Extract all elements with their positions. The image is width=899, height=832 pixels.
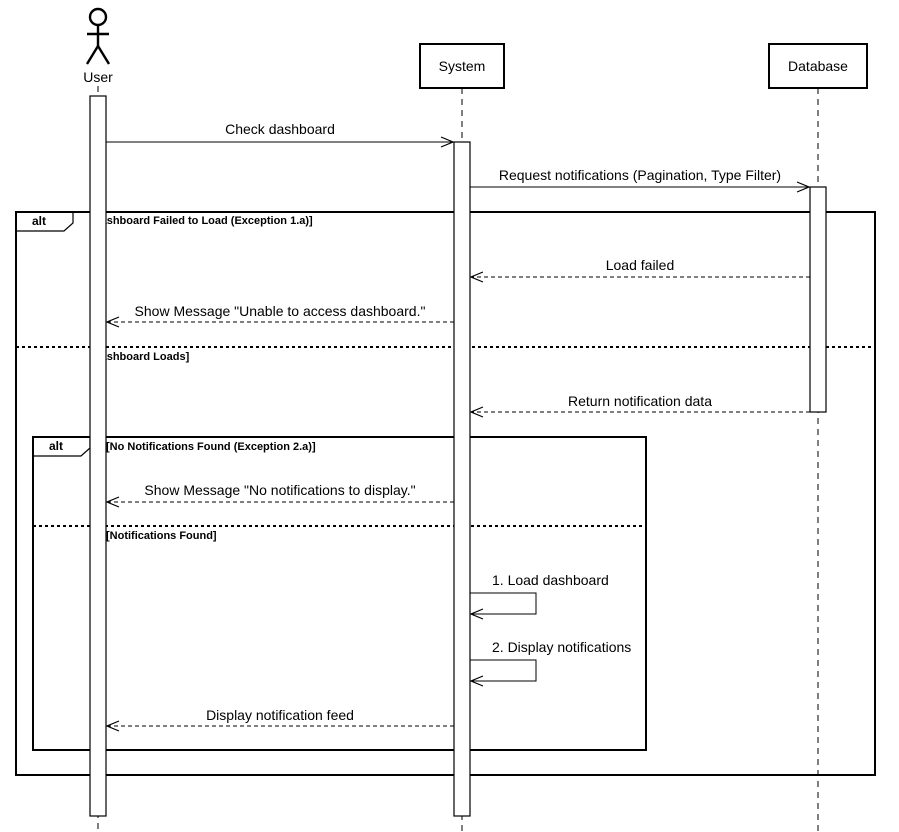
- alt-operator-label: alt: [49, 439, 63, 453]
- alt-fragment-outer: alt [Dashboard Failed to Load (Exception…: [15, 211, 876, 776]
- system-activation-bar: [453, 141, 471, 817]
- database-activation-bar: [809, 186, 827, 413]
- message-unable-to-access: Show Message "Unable to access dashboard…: [107, 303, 454, 322]
- self-message-load-dashboard: 1. Load dashboard: [470, 572, 609, 614]
- system-participant: System: [419, 43, 505, 89]
- user-activation-bar: [89, 95, 107, 817]
- message-label: 2. Display notifications: [492, 639, 631, 655]
- message-label: Display notification feed: [206, 707, 354, 723]
- guard-notifications-found: [Notifications Found]: [106, 530, 217, 542]
- message-load-failed: Load failed: [471, 257, 810, 277]
- self-call-arrow: [470, 592, 537, 614]
- message-label: Check dashboard: [225, 121, 335, 137]
- message-label: Load failed: [606, 257, 675, 273]
- alt-fragment-inner: alt [No Notifications Found (Exception 2…: [32, 436, 647, 751]
- guard-dashboard-loads: [Dashboard Loads]: [89, 351, 190, 363]
- alt-operator-label: alt: [32, 214, 46, 228]
- message-label: 1. Load dashboard: [492, 572, 609, 588]
- guard-no-notifications: [No Notifications Found (Exception 2.a)]: [106, 441, 316, 453]
- self-message-display-notifications: 2. Display notifications: [470, 639, 631, 681]
- stick-figure-icon: [85, 7, 111, 65]
- message-label: Return notification data: [568, 393, 712, 409]
- message-display-notification-feed: Display notification feed: [107, 707, 454, 726]
- database-label: Database: [788, 58, 848, 74]
- message-return-notification-data: Return notification data: [471, 393, 810, 412]
- guard-dashboard-failed: [Dashboard Failed to Load (Exception 1.a…: [89, 215, 313, 227]
- message-check-dashboard: Check dashboard: [106, 121, 453, 142]
- system-label: System: [439, 58, 486, 74]
- message-label: Request notifications (Pagination, Type …: [499, 167, 781, 183]
- message-no-notifications: Show Message "No notifications to displa…: [107, 482, 454, 502]
- user-actor: User: [83, 7, 113, 85]
- self-call-arrow: [470, 659, 537, 681]
- message-label: Show Message "No notifications to displa…: [144, 482, 415, 498]
- message-label: Show Message "Unable to access dashboard…: [135, 303, 426, 319]
- database-participant: Database: [768, 43, 868, 89]
- user-label: User: [83, 69, 113, 85]
- message-request-notifications: Request notifications (Pagination, Type …: [470, 167, 809, 187]
